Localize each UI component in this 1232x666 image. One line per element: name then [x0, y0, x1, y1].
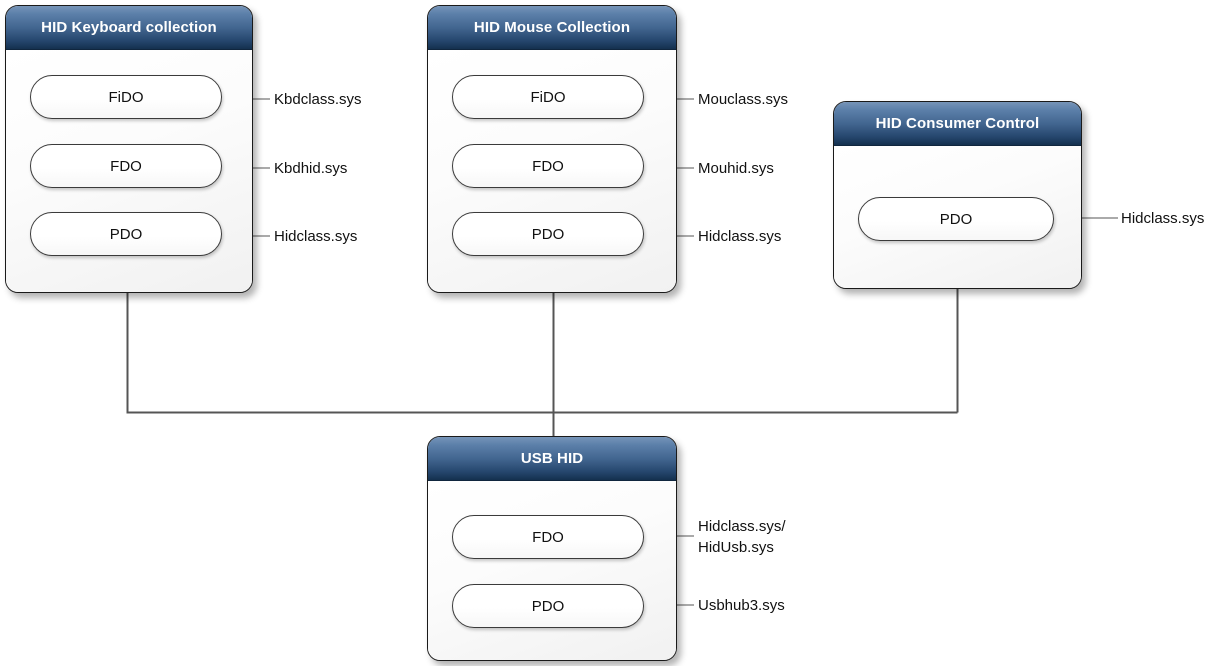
node-label: FiDO — [530, 88, 566, 106]
node-keyboard-pdo[interactable]: PDO — [30, 212, 222, 256]
annotation-mouse-fido: Mouclass.sys — [698, 91, 789, 108]
node-consumer-control-pdo[interactable]: PDO — [858, 197, 1054, 241]
box-body-hid-mouse-collection: FiDO FDO PDO — [428, 50, 676, 292]
box-title-hid-keyboard-collection: HID Keyboard collection — [6, 6, 252, 50]
annotation-mouse-pdo: Hidclass.sys — [698, 228, 782, 245]
box-body-usb-hid: FDO PDO — [428, 481, 676, 660]
annotation-keyboard-fdo: Kbdhid.sys — [274, 160, 348, 177]
annotation-keyboard-pdo: Hidclass.sys — [274, 228, 358, 245]
annotation-consumer-control-pdo: Hidclass.sys — [1121, 210, 1205, 227]
box-hid-consumer-control[interactable]: HID Consumer Control PDO — [833, 101, 1082, 289]
wire-bus — [126, 293, 958, 414]
node-label: PDO — [531, 225, 565, 243]
annotation-keyboard-fido: Kbdclass.sys — [274, 91, 362, 108]
annotation-usb-pdo: Usbhub3.sys — [698, 597, 785, 614]
node-label: PDO — [109, 225, 143, 243]
node-label: PDO — [939, 210, 973, 228]
node-usb-fdo[interactable]: FDO — [452, 515, 644, 559]
node-mouse-fido[interactable]: FiDO — [452, 75, 644, 119]
box-body-hid-keyboard-collection: FiDO FDO PDO — [6, 50, 252, 292]
node-keyboard-fdo[interactable]: FDO — [30, 144, 222, 188]
box-hid-keyboard-collection[interactable]: HID Keyboard collection FiDO FDO PDO — [5, 5, 253, 293]
node-mouse-pdo[interactable]: PDO — [452, 212, 644, 256]
annotation-usb-fdo: Hidclass.sys/ HidUsb.sys — [698, 518, 786, 556]
annotation-mouse-fdo: Mouhid.sys — [698, 160, 774, 177]
box-usb-hid[interactable]: USB HID FDO PDO — [427, 436, 677, 661]
node-label: PDO — [531, 597, 565, 615]
box-title-hid-mouse-collection: HID Mouse Collection — [428, 6, 676, 50]
node-usb-pdo[interactable]: PDO — [452, 584, 644, 628]
box-title-usb-hid: USB HID — [428, 437, 676, 481]
node-label: FDO — [110, 157, 142, 175]
node-label: FiDO — [108, 88, 144, 106]
node-label: FDO — [532, 528, 564, 546]
node-label: FDO — [532, 157, 564, 175]
node-keyboard-fido[interactable]: FiDO — [30, 75, 222, 119]
box-title-hid-consumer-control: HID Consumer Control — [834, 102, 1081, 146]
box-hid-mouse-collection[interactable]: HID Mouse Collection FiDO FDO PDO — [427, 5, 677, 293]
box-body-hid-consumer-control: PDO — [834, 146, 1081, 288]
node-mouse-fdo[interactable]: FDO — [452, 144, 644, 188]
